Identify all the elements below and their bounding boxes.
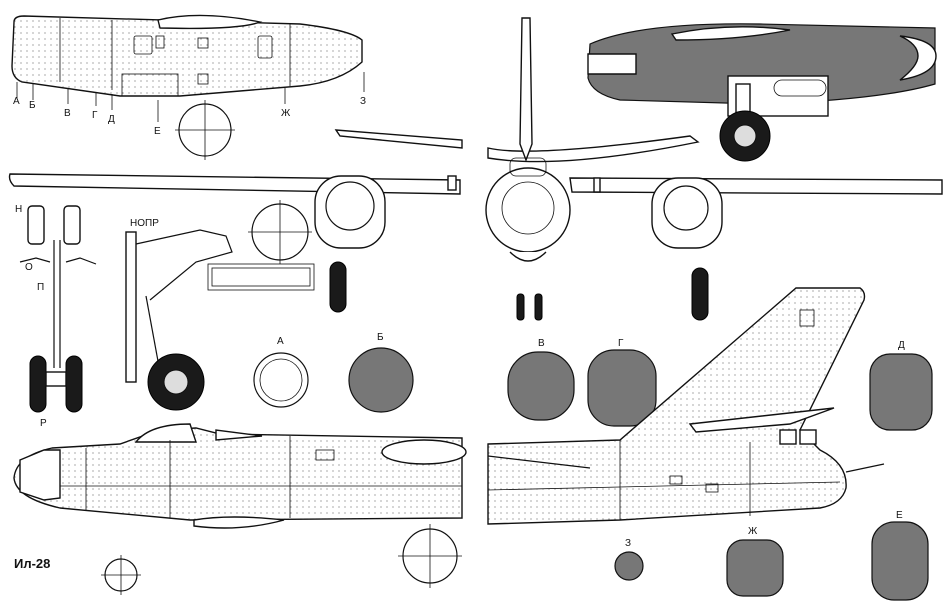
nacelle-cutaway bbox=[587, 23, 937, 162]
station-g: Г bbox=[92, 110, 98, 121]
section-label-e: Е bbox=[896, 510, 903, 521]
station-d: Д bbox=[108, 114, 115, 125]
page-title: Ил-28 bbox=[14, 556, 50, 571]
gear-label-o: О bbox=[25, 262, 33, 273]
gear-label-n: Н bbox=[15, 204, 22, 215]
section-label-a: А bbox=[277, 336, 284, 347]
forward-fuselage-side: Ил-28 bbox=[13, 423, 467, 571]
section-label-v: В bbox=[538, 338, 545, 349]
gear-label-nopr: НОПР bbox=[130, 218, 159, 229]
section-label-d: Д bbox=[898, 340, 905, 351]
gear-label-p: П bbox=[37, 282, 44, 293]
station-labels: А Б В Г Д Е Ж З bbox=[13, 96, 366, 137]
section-label-zh: Ж bbox=[748, 526, 758, 537]
station-a: А bbox=[13, 96, 20, 107]
section-label-g: Г bbox=[618, 338, 624, 349]
main-gear bbox=[19, 205, 97, 413]
cross-sections: А Б В Г Д Е Ж З bbox=[101, 332, 933, 601]
gear-label-r: Р bbox=[40, 418, 47, 429]
main-gear-labels: Н О П Р bbox=[15, 204, 47, 429]
nacelle-side-view bbox=[11, 14, 365, 160]
front-view bbox=[8, 17, 943, 321]
station-zh: Ж bbox=[281, 108, 291, 119]
station-v: В bbox=[64, 108, 71, 119]
rear-fuselage-side bbox=[487, 287, 885, 525]
nose-gear: НОПР bbox=[125, 218, 315, 411]
station-e: Е bbox=[154, 126, 161, 137]
section-label-b: Б bbox=[377, 332, 384, 343]
station-z: З bbox=[360, 96, 366, 107]
section-label-z: З bbox=[625, 538, 631, 549]
station-b: Б bbox=[29, 100, 36, 111]
